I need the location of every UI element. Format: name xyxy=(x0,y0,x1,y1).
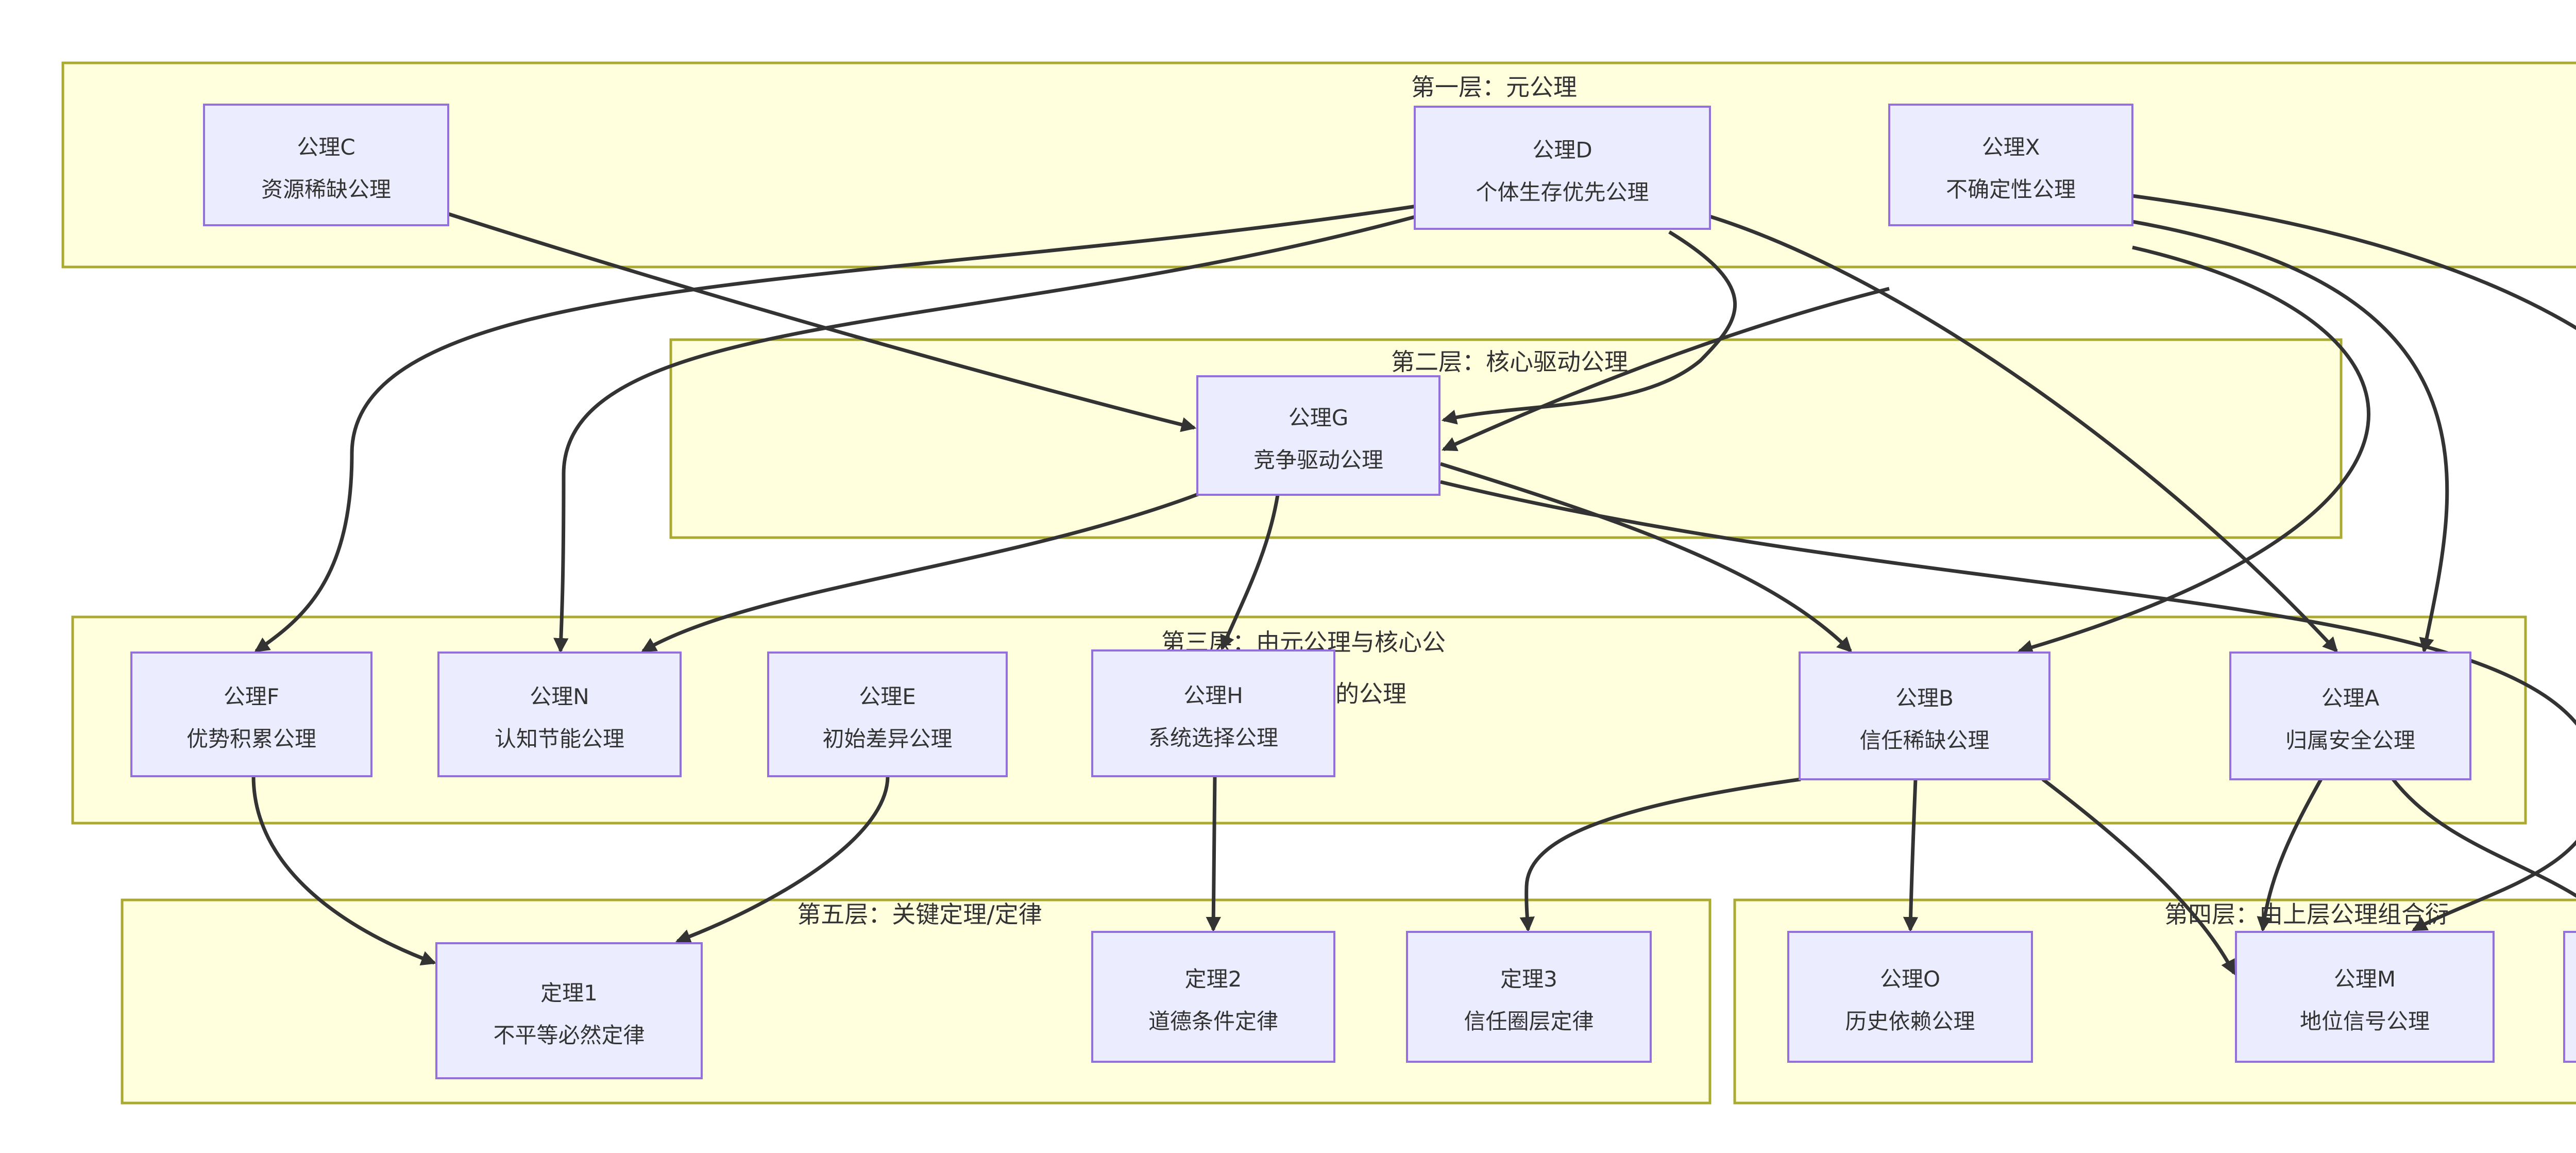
node-title-H: 公理H xyxy=(1183,683,1243,708)
edge-X-to-G xyxy=(1441,287,1890,452)
node-subtitle-T2: 道德条件定律 xyxy=(1148,1009,1278,1034)
node-F: 公理F 优势积累公理 xyxy=(130,651,372,777)
node-T1: 定理1 不平等必然定律 xyxy=(435,942,703,1079)
node-X: 公理X 不确定性公理 xyxy=(1888,104,2133,226)
edge-F-to-T1 xyxy=(251,776,437,966)
node-T3: 定理3 信任圈层定律 xyxy=(1406,931,1652,1063)
node-T2: 定理2 道德条件定律 xyxy=(1091,931,1335,1063)
node-subtitle-H: 系统选择公理 xyxy=(1148,725,1278,750)
edge-B-to-M xyxy=(2041,778,2236,975)
layer-cluster-rect-L2 xyxy=(669,338,2343,539)
node-G: 公理G 竞争驱动公理 xyxy=(1196,375,1440,496)
edge-A-to-M xyxy=(2257,778,2323,932)
edge-X-to-B xyxy=(2017,245,2370,655)
edge-B-to-T3 xyxy=(1519,777,1801,932)
edge-D-to-G xyxy=(1441,230,1737,425)
node-title-G: 公理G xyxy=(1289,405,1349,430)
edge-D-to-F xyxy=(254,204,1417,653)
layer-cluster-L2: 第二层：核心驱动公理 xyxy=(669,338,2343,539)
node-O: 公理O 历史依赖公理 xyxy=(1787,931,2033,1063)
node-title-N: 公理N xyxy=(530,684,589,709)
node-title-A: 公理A xyxy=(2321,686,2380,711)
node-layer-group: 公理C资源稀缺公理公理D个体生存优先公理公理X不确定性公理公理G竞争驱动公理公理… xyxy=(130,104,2576,1079)
node-E: 公理E 初始差异公理 xyxy=(767,651,1008,777)
node-C: 公理C 资源稀缺公理 xyxy=(203,104,449,226)
node-title-B: 公理B xyxy=(1895,686,1954,711)
node-subtitle-T1: 不平等必然定律 xyxy=(493,1023,645,1048)
edge-H-to-T2 xyxy=(1206,776,1221,932)
node-title-F: 公理F xyxy=(224,684,279,709)
edge-D-to-A xyxy=(1709,214,2338,653)
node-title-O: 公理O xyxy=(1880,966,1940,992)
node-subtitle-T3: 信任圈层定律 xyxy=(1464,1009,1594,1034)
node-subtitle-D: 个体生存优先公理 xyxy=(1476,180,1649,205)
layer-title-L5: 第五层：关键定理/定律 xyxy=(797,900,1042,928)
node-title-D: 公理D xyxy=(1532,138,1592,163)
node-title-M: 公理M xyxy=(2334,966,2396,992)
node-A: 公理A 归属安全公理 xyxy=(2229,651,2471,780)
edge-G-to-N xyxy=(641,492,1200,653)
edge-E-to-T1 xyxy=(675,776,890,944)
edge-G-to-B xyxy=(1439,462,1853,653)
node-title-T1: 定理1 xyxy=(540,980,598,1006)
node-subtitle-A: 归属安全公理 xyxy=(2285,728,2415,753)
edge-B-to-O xyxy=(1903,779,1919,932)
layer-title2-L3: 的公理 xyxy=(1335,680,1406,708)
node-rect-M xyxy=(2235,931,2495,1063)
node-subtitle-O: 历史依赖公理 xyxy=(1845,1009,1975,1034)
layer-title-L2: 第二层：核心驱动公理 xyxy=(1391,348,1628,376)
node-N: 公理N 认知节能公理 xyxy=(437,651,682,777)
edge-D-to-N xyxy=(553,214,1417,654)
node-subtitle-E: 初始差异公理 xyxy=(822,726,952,751)
node-P: 公理P认同符号公理 xyxy=(2563,931,2576,1063)
edge-A-to-P xyxy=(2392,778,2576,898)
node-title-T3: 定理3 xyxy=(1500,966,1557,992)
node-title-E: 公理E xyxy=(859,684,916,709)
node-rect-C xyxy=(203,104,449,226)
node-rect-F xyxy=(130,651,372,777)
node-rect-H xyxy=(1091,649,1335,777)
node-rect-A xyxy=(2229,651,2471,780)
node-subtitle-G: 竞争驱动公理 xyxy=(1253,447,1383,473)
node-title-C: 公理C xyxy=(297,135,355,160)
node-subtitle-X: 不确定性公理 xyxy=(1946,177,2076,202)
node-title-X: 公理X xyxy=(1982,135,2040,160)
layer-title-L4: 第四层：由上层公理组合衍 xyxy=(2164,900,2449,928)
node-subtitle-C: 资源稀缺公理 xyxy=(261,177,391,202)
node-B: 公理B 信任稀缺公理 xyxy=(1799,651,2050,780)
edge-layer-group xyxy=(251,194,2576,975)
node-rect-T1 xyxy=(435,942,703,1079)
node-rect-N xyxy=(437,651,682,777)
node-rect-X xyxy=(1888,104,2133,226)
node-rect-B xyxy=(1799,651,2050,780)
node-rect-T2 xyxy=(1091,931,1335,1063)
layer-cluster-rect-L1 xyxy=(61,61,2576,269)
node-M: 公理M 地位信号公理 xyxy=(2235,931,2495,1063)
edge-X-to-A xyxy=(2132,220,2449,654)
node-subtitle-M: 地位信号公理 xyxy=(2300,1009,2430,1034)
edge-G-to-H xyxy=(1220,494,1280,651)
node-rect-E xyxy=(767,651,1008,777)
node-H: 公理H 系统选择公理 xyxy=(1091,649,1335,777)
node-rect-D xyxy=(1414,106,1711,230)
node-rect-P xyxy=(2563,931,2576,1063)
edge-X-to-P xyxy=(2132,194,2576,330)
node-subtitle-N: 认知节能公理 xyxy=(495,726,624,751)
node-rect-O xyxy=(1787,931,2033,1063)
node-D: 公理D 个体生存优先公理 xyxy=(1414,106,1711,230)
edge-C-to-G xyxy=(447,212,1197,432)
node-subtitle-F: 优势积累公理 xyxy=(187,726,316,751)
layer-title-L1: 第一层：元公理 xyxy=(1411,73,1577,101)
layer-cluster-L1: 第一层：元公理 xyxy=(61,61,2576,269)
node-subtitle-B: 信任稀缺公理 xyxy=(1859,728,1989,753)
node-rect-G xyxy=(1196,375,1440,496)
node-title-T2: 定理2 xyxy=(1185,966,1242,992)
node-rect-T3 xyxy=(1406,931,1652,1063)
